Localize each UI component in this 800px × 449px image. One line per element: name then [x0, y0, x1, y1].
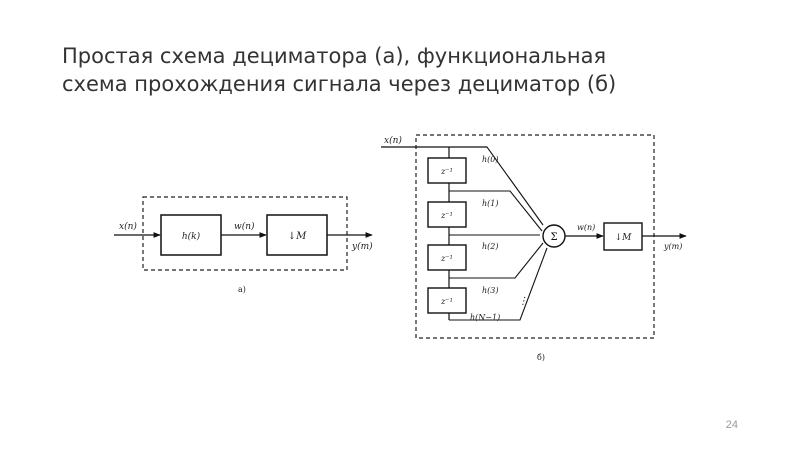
diagram-a: x(n) h(k) w(n) ↓M y(m) a)	[114, 196, 373, 294]
filter-label: h(k)	[182, 231, 201, 242]
delay-label-2: z⁻¹	[440, 211, 453, 220]
decimator-label-a: ↓M	[288, 231, 307, 242]
coef-label-1: h(1)	[482, 199, 498, 208]
delay-block-2	[427, 201, 467, 228]
delay-block-4	[427, 287, 467, 314]
intermediate-label-a: w(n)	[234, 221, 255, 232]
tap-line-0	[449, 146, 544, 226]
delay-label-1: z⁻¹	[440, 167, 453, 176]
diagram-a-boundary	[142, 196, 348, 271]
summer-label: Σ	[550, 232, 557, 243]
input-label-a: x(n)	[119, 221, 137, 232]
tap-line-1	[449, 190, 543, 232]
decimator-block-b	[603, 222, 643, 251]
coef-label-0: h(0)	[482, 155, 498, 164]
input-label-b: x(n)	[384, 135, 402, 146]
delay-block-1	[427, 157, 467, 184]
decimator-label-b: ↓M	[615, 233, 633, 243]
coef-label-2: h(2)	[482, 242, 498, 251]
coef-label-n: h(N−1)	[470, 313, 500, 322]
filter-block	[160, 214, 222, 256]
page-number: 24	[725, 419, 738, 431]
slide-title: Простая схема дециматора (а), функционал…	[62, 42, 762, 98]
continuation-dots: ⋮	[518, 296, 528, 307]
caption-b: б)	[537, 353, 545, 362]
tap-line-n	[449, 247, 548, 321]
title-line-1: Простая схема дециматора (а), функционал…	[62, 44, 607, 68]
tap-line-3	[449, 242, 544, 279]
output-label-a: y(m)	[351, 241, 373, 252]
delay-block-3	[427, 244, 467, 271]
caption-a: a)	[238, 285, 246, 294]
delay-label-4: z⁻¹	[440, 297, 453, 306]
coef-label-3: h(3)	[482, 286, 498, 295]
delay-label-3: z⁻¹	[440, 254, 453, 263]
diagram-b: x(n) z⁻¹ z⁻¹ z⁻¹ z⁻¹ h(0) h(1) h(2) h(3)…	[381, 134, 687, 362]
title-line-2: схема прохождения сигнала через децимато…	[62, 72, 617, 96]
decimator-block-a	[266, 214, 328, 256]
intermediate-label-b: w(n)	[577, 223, 595, 232]
output-label-b: y(m)	[663, 242, 682, 251]
